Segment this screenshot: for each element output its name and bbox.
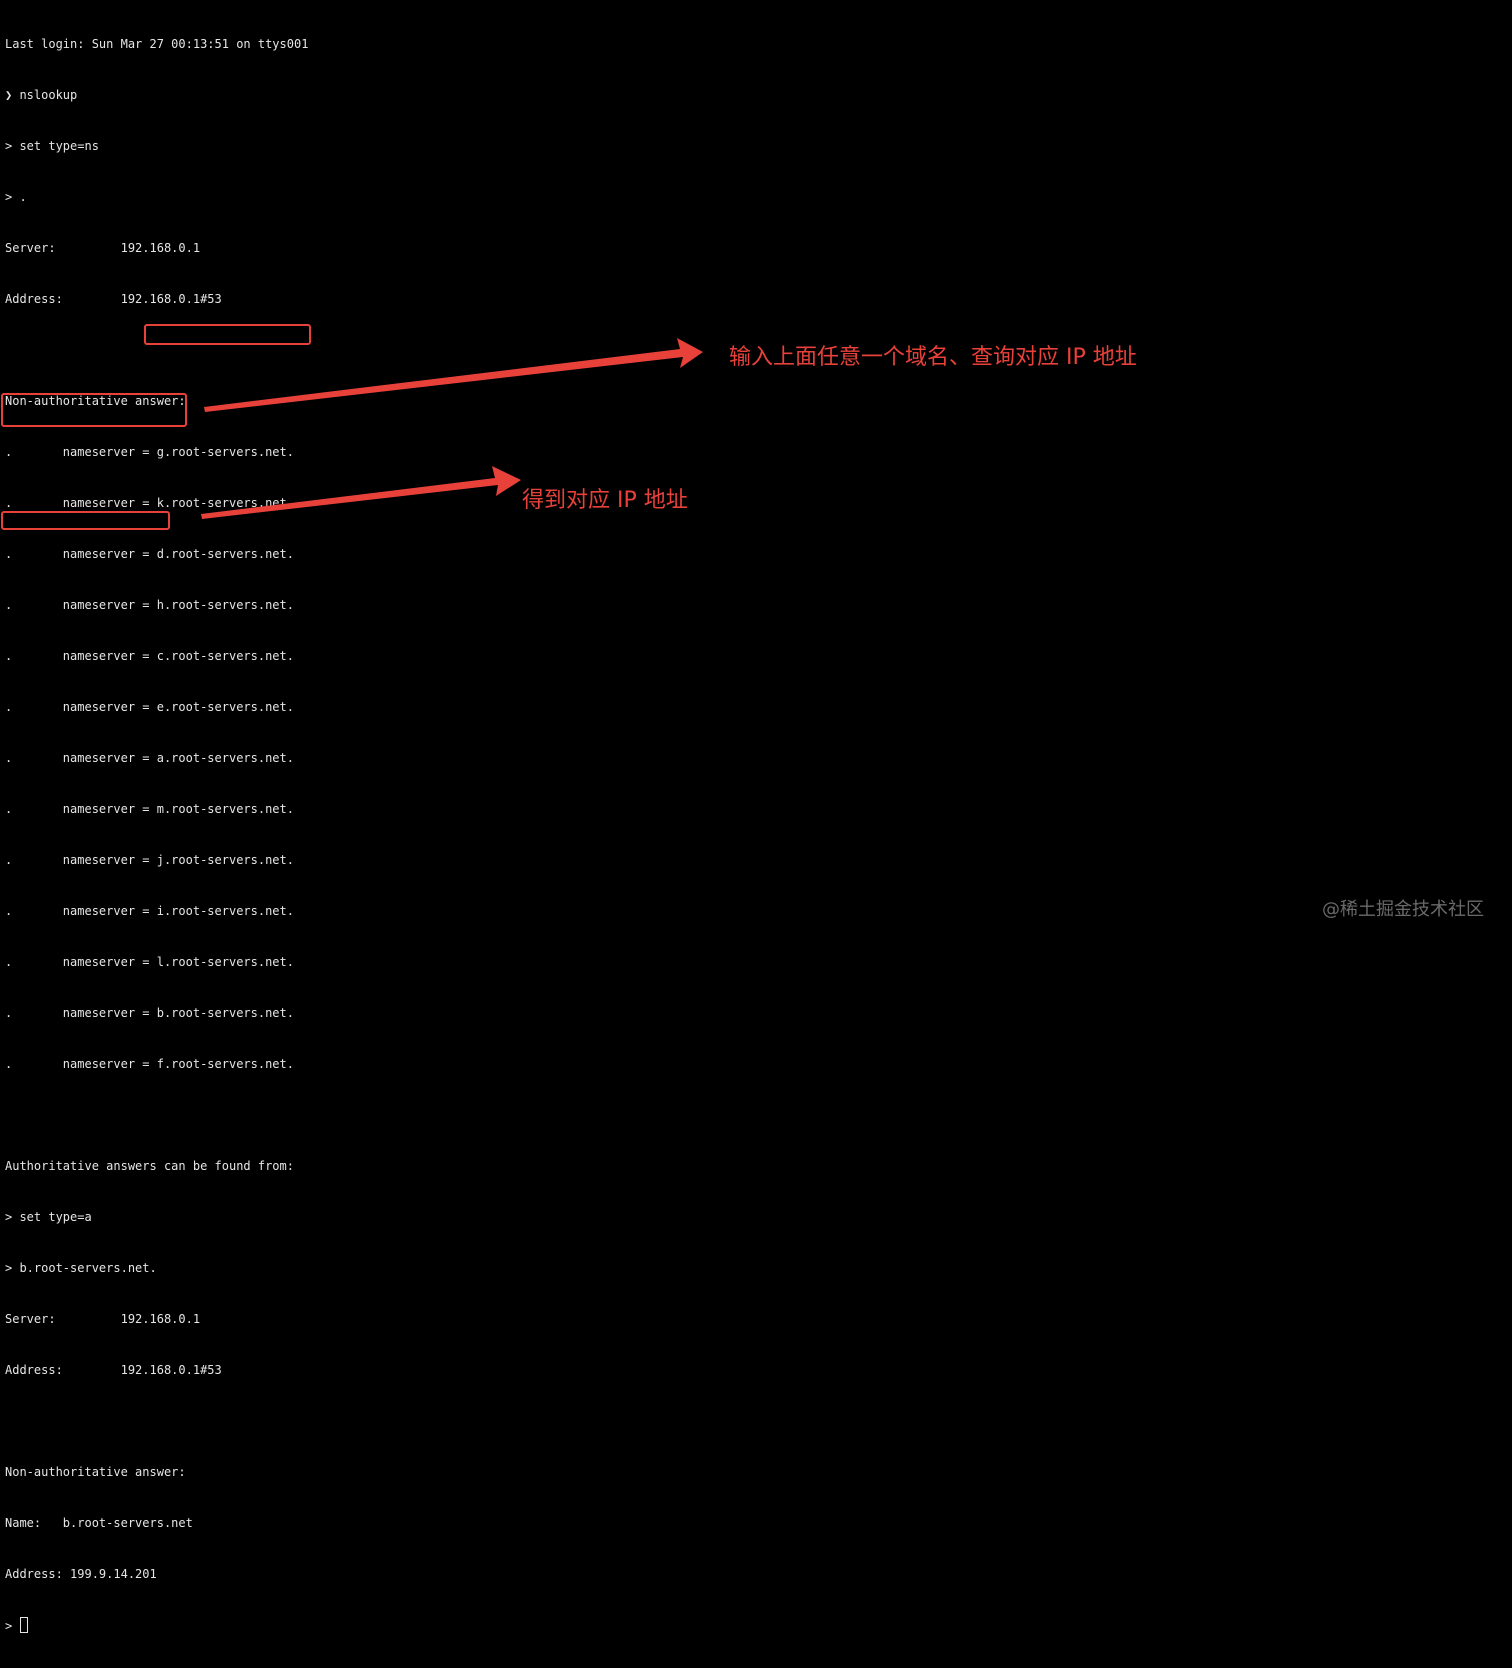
terminal-line: > set type=ns xyxy=(5,139,99,153)
terminal-line: Last login: Sun Mar 27 00:13:51 on ttys0… xyxy=(5,37,309,51)
arrow-to-second-annotation xyxy=(201,466,521,519)
terminal-prompt: > xyxy=(5,1619,20,1633)
terminal-line: . nameserver = g.root-servers.net. xyxy=(5,445,294,459)
terminal-line: Address: 192.168.0.1#53 xyxy=(5,292,222,306)
highlight-box-query-commands xyxy=(1,393,187,427)
highlight-box-b-root xyxy=(144,324,311,345)
terminal-line: . nameserver = m.root-servers.net. xyxy=(5,802,294,816)
terminal-prompt-line[interactable]: > xyxy=(5,1617,308,1634)
terminal-line: Name: b.root-servers.net xyxy=(5,1516,193,1530)
terminal-line: > . xyxy=(5,190,27,204)
terminal-line: . nameserver = h.root-servers.net. xyxy=(5,598,294,612)
terminal-line: ❯ nslookup xyxy=(5,88,78,102)
highlight-box-address-result xyxy=(1,511,170,530)
terminal-line xyxy=(5,1413,308,1430)
terminal-line: Address: 199.9.14.201 xyxy=(5,1567,157,1581)
terminal-line: Authoritative answers can be found from: xyxy=(5,1159,294,1173)
annotation-query-hint: 输入上面任意一个域名、查询对应 IP 地址 xyxy=(729,345,1137,370)
terminal-line: Address: 192.168.0.1#53 xyxy=(5,1363,222,1377)
terminal-line: . nameserver = k.root-servers.net. xyxy=(5,496,294,510)
terminal-line: . nameserver = d.root-servers.net. xyxy=(5,547,294,561)
terminal-line: Non-authoritative answer: xyxy=(5,1465,186,1479)
terminal-line: . nameserver = j.root-servers.net. xyxy=(5,853,294,867)
terminal-line: . nameserver = c.root-servers.net. xyxy=(5,649,294,663)
terminal-line: > b.root-servers.net. xyxy=(5,1261,157,1275)
terminal-line: . nameserver = e.root-servers.net. xyxy=(5,700,294,714)
terminal-line: . nameserver = i.root-servers.net. xyxy=(5,904,294,918)
terminal-line: . nameserver = b.root-servers.net. xyxy=(5,1006,294,1020)
watermark: @稀土掘金技术社区 xyxy=(1322,899,1484,920)
terminal-line: > set type=a xyxy=(5,1210,92,1224)
annotation-arrows xyxy=(201,338,703,519)
terminal-line xyxy=(5,1107,308,1124)
annotation-result-hint: 得到对应 IP 地址 xyxy=(522,488,688,513)
terminal-line: Server: 192.168.0.1 xyxy=(5,241,201,255)
terminal-window[interactable]: Last login: Sun Mar 27 00:13:51 on ttys0… xyxy=(0,0,1512,1633)
terminal-line: . nameserver = l.root-servers.net. xyxy=(5,955,294,969)
arrow-to-first-annotation xyxy=(204,338,703,412)
terminal-line: . nameserver = a.root-servers.net. xyxy=(5,751,294,765)
terminal-line: Non-authoritative answer: xyxy=(5,394,186,408)
terminal-line: Server: 192.168.0.1 xyxy=(5,1312,201,1326)
terminal-cursor[interactable] xyxy=(20,1617,29,1633)
terminal-line: . nameserver = f.root-servers.net. xyxy=(5,1057,294,1071)
